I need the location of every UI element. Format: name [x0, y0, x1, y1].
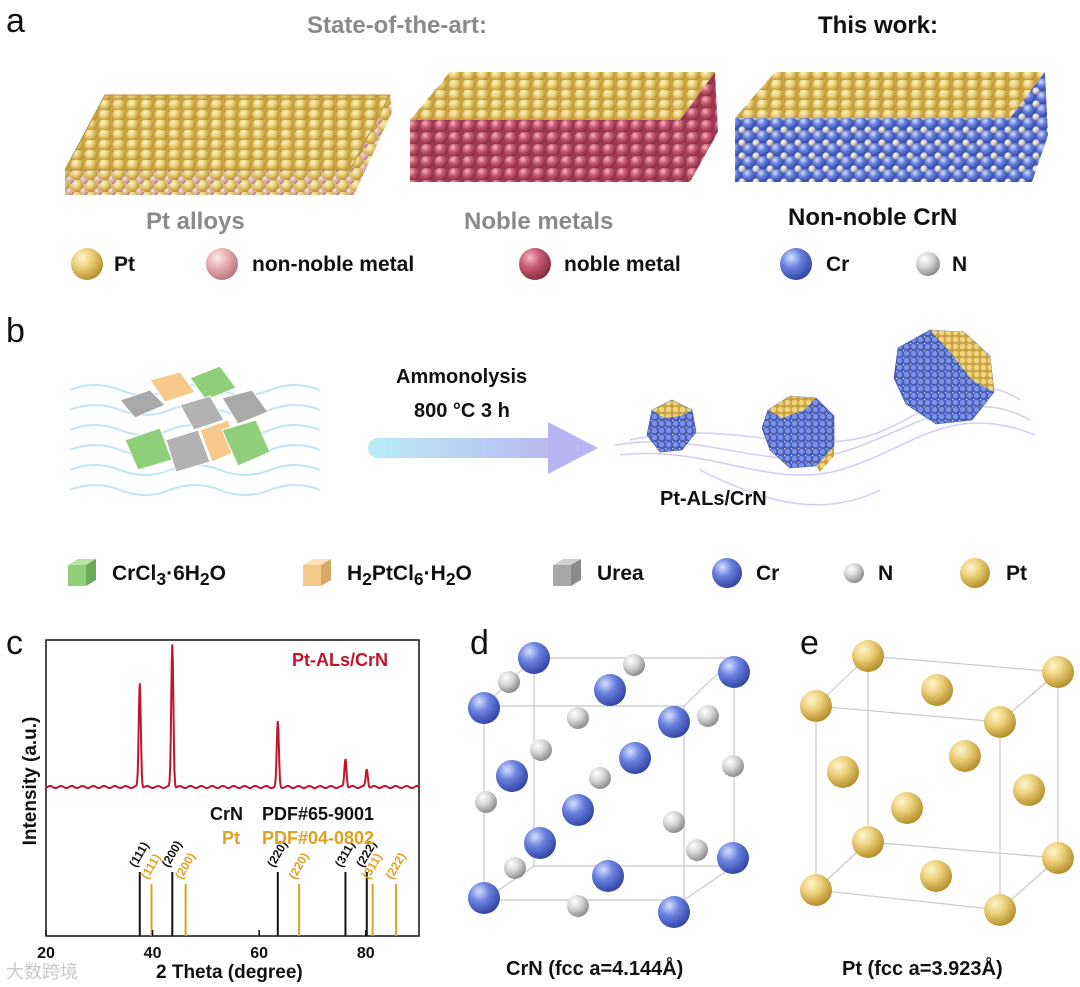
xrd-ref-crn-name: CrN [210, 804, 244, 824]
xrd-ref-pt-pdf: PDF#04-0802 [262, 828, 375, 848]
legend-cr-sphere [780, 248, 812, 280]
legend-crcl3-cube [68, 559, 96, 586]
legend-pt-sphere-b [960, 558, 990, 588]
slab-non-noble-crn [735, 72, 1048, 182]
crn-unit-cell [468, 642, 750, 928]
legend-cr-sphere-b [712, 558, 742, 588]
xrd-x-tick-label: 60 [250, 945, 268, 962]
panel-label-b: b [6, 312, 25, 350]
legend-n-label-b: N [878, 562, 894, 585]
pt-unit-cell [800, 640, 1074, 926]
watermark: 大数跨境 [6, 962, 78, 983]
xrd-plot-frame [45, 639, 420, 937]
nanoparticle-large [893, 329, 995, 425]
product-label: Pt-ALs/CrN [660, 488, 767, 510]
label-non-noble-crn: Non-noble CrN [788, 204, 958, 231]
panel-label-d: d [470, 624, 489, 662]
xrd-x-tick-label: 20 [37, 945, 55, 962]
xrd-ref-crn-pdf: PDF#65-9001 [262, 804, 375, 824]
legend-crcl3-label: CrCl3·6H2O [112, 562, 226, 590]
legend-non-noble-sphere [206, 248, 238, 280]
panel-label-a: a [6, 2, 25, 40]
legend-noble-label: noble metal [564, 253, 681, 276]
legend-urea-cube [553, 559, 581, 586]
legend-pt-sphere [71, 248, 103, 280]
legend-n-sphere [916, 252, 940, 276]
xrd-xlabel: 2 Theta (degree) [156, 962, 303, 983]
nanoparticle-medium [761, 395, 835, 472]
arrow-label-ammonolysis: Ammonolysis [396, 366, 528, 388]
nanoparticle-small [646, 399, 697, 453]
xrd-trace-pt-als-crn [45, 644, 420, 789]
legend-n-sphere-b [844, 563, 864, 583]
header-state-of-the-art: State-of-the-art: [307, 12, 487, 39]
label-noble-metals: Noble metals [464, 208, 614, 235]
pt-caption: Pt (fcc a=3.923Å) [842, 958, 1003, 980]
header-this-work: This work: [818, 12, 939, 39]
xrd-chart: (111)(111)(200)(200)(220)(220)(311)(222)… [37, 639, 420, 962]
legend-urea-label: Urea [597, 562, 644, 585]
legend-noble-sphere [519, 248, 551, 280]
legend-n-label: N [952, 253, 968, 276]
xrd-ref-pt-name: Pt [222, 828, 240, 848]
slab-pt-alloys [64, 94, 392, 195]
xrd-hkl-label: (222) [383, 850, 409, 881]
legend-h2ptcl6-label: H2PtCl6·H2O [347, 562, 472, 590]
xrd-ylabel: Intensity (a.u.) [20, 716, 41, 846]
panel-label-e: e [800, 624, 819, 662]
panel-label-c: c [6, 624, 23, 662]
reaction-arrow [368, 422, 598, 474]
xrd-x-tick-label: 80 [357, 945, 375, 962]
arrow-label-conditions: 800 °C 3 h [414, 400, 510, 422]
precursor-cubes [119, 365, 271, 473]
legend-cr-label: Cr [826, 253, 850, 276]
xrd-x-tick-label: 40 [144, 945, 162, 962]
legend-h2ptcl6-cube [303, 559, 331, 586]
crn-caption: CrN (fcc a=4.144Å) [506, 958, 684, 980]
legend-pt-label-b: Pt [1006, 562, 1027, 585]
xrd-hkl-label: (220) [286, 850, 312, 881]
legend-pt-label: Pt [114, 253, 135, 276]
legend-non-noble-label: non-noble metal [252, 253, 415, 276]
legend-cr-label-b: Cr [756, 562, 780, 585]
slab-noble-metals [410, 72, 718, 182]
label-pt-alloys: Pt alloys [146, 208, 245, 235]
xrd-sample-label: Pt-ALs/CrN [292, 650, 389, 670]
